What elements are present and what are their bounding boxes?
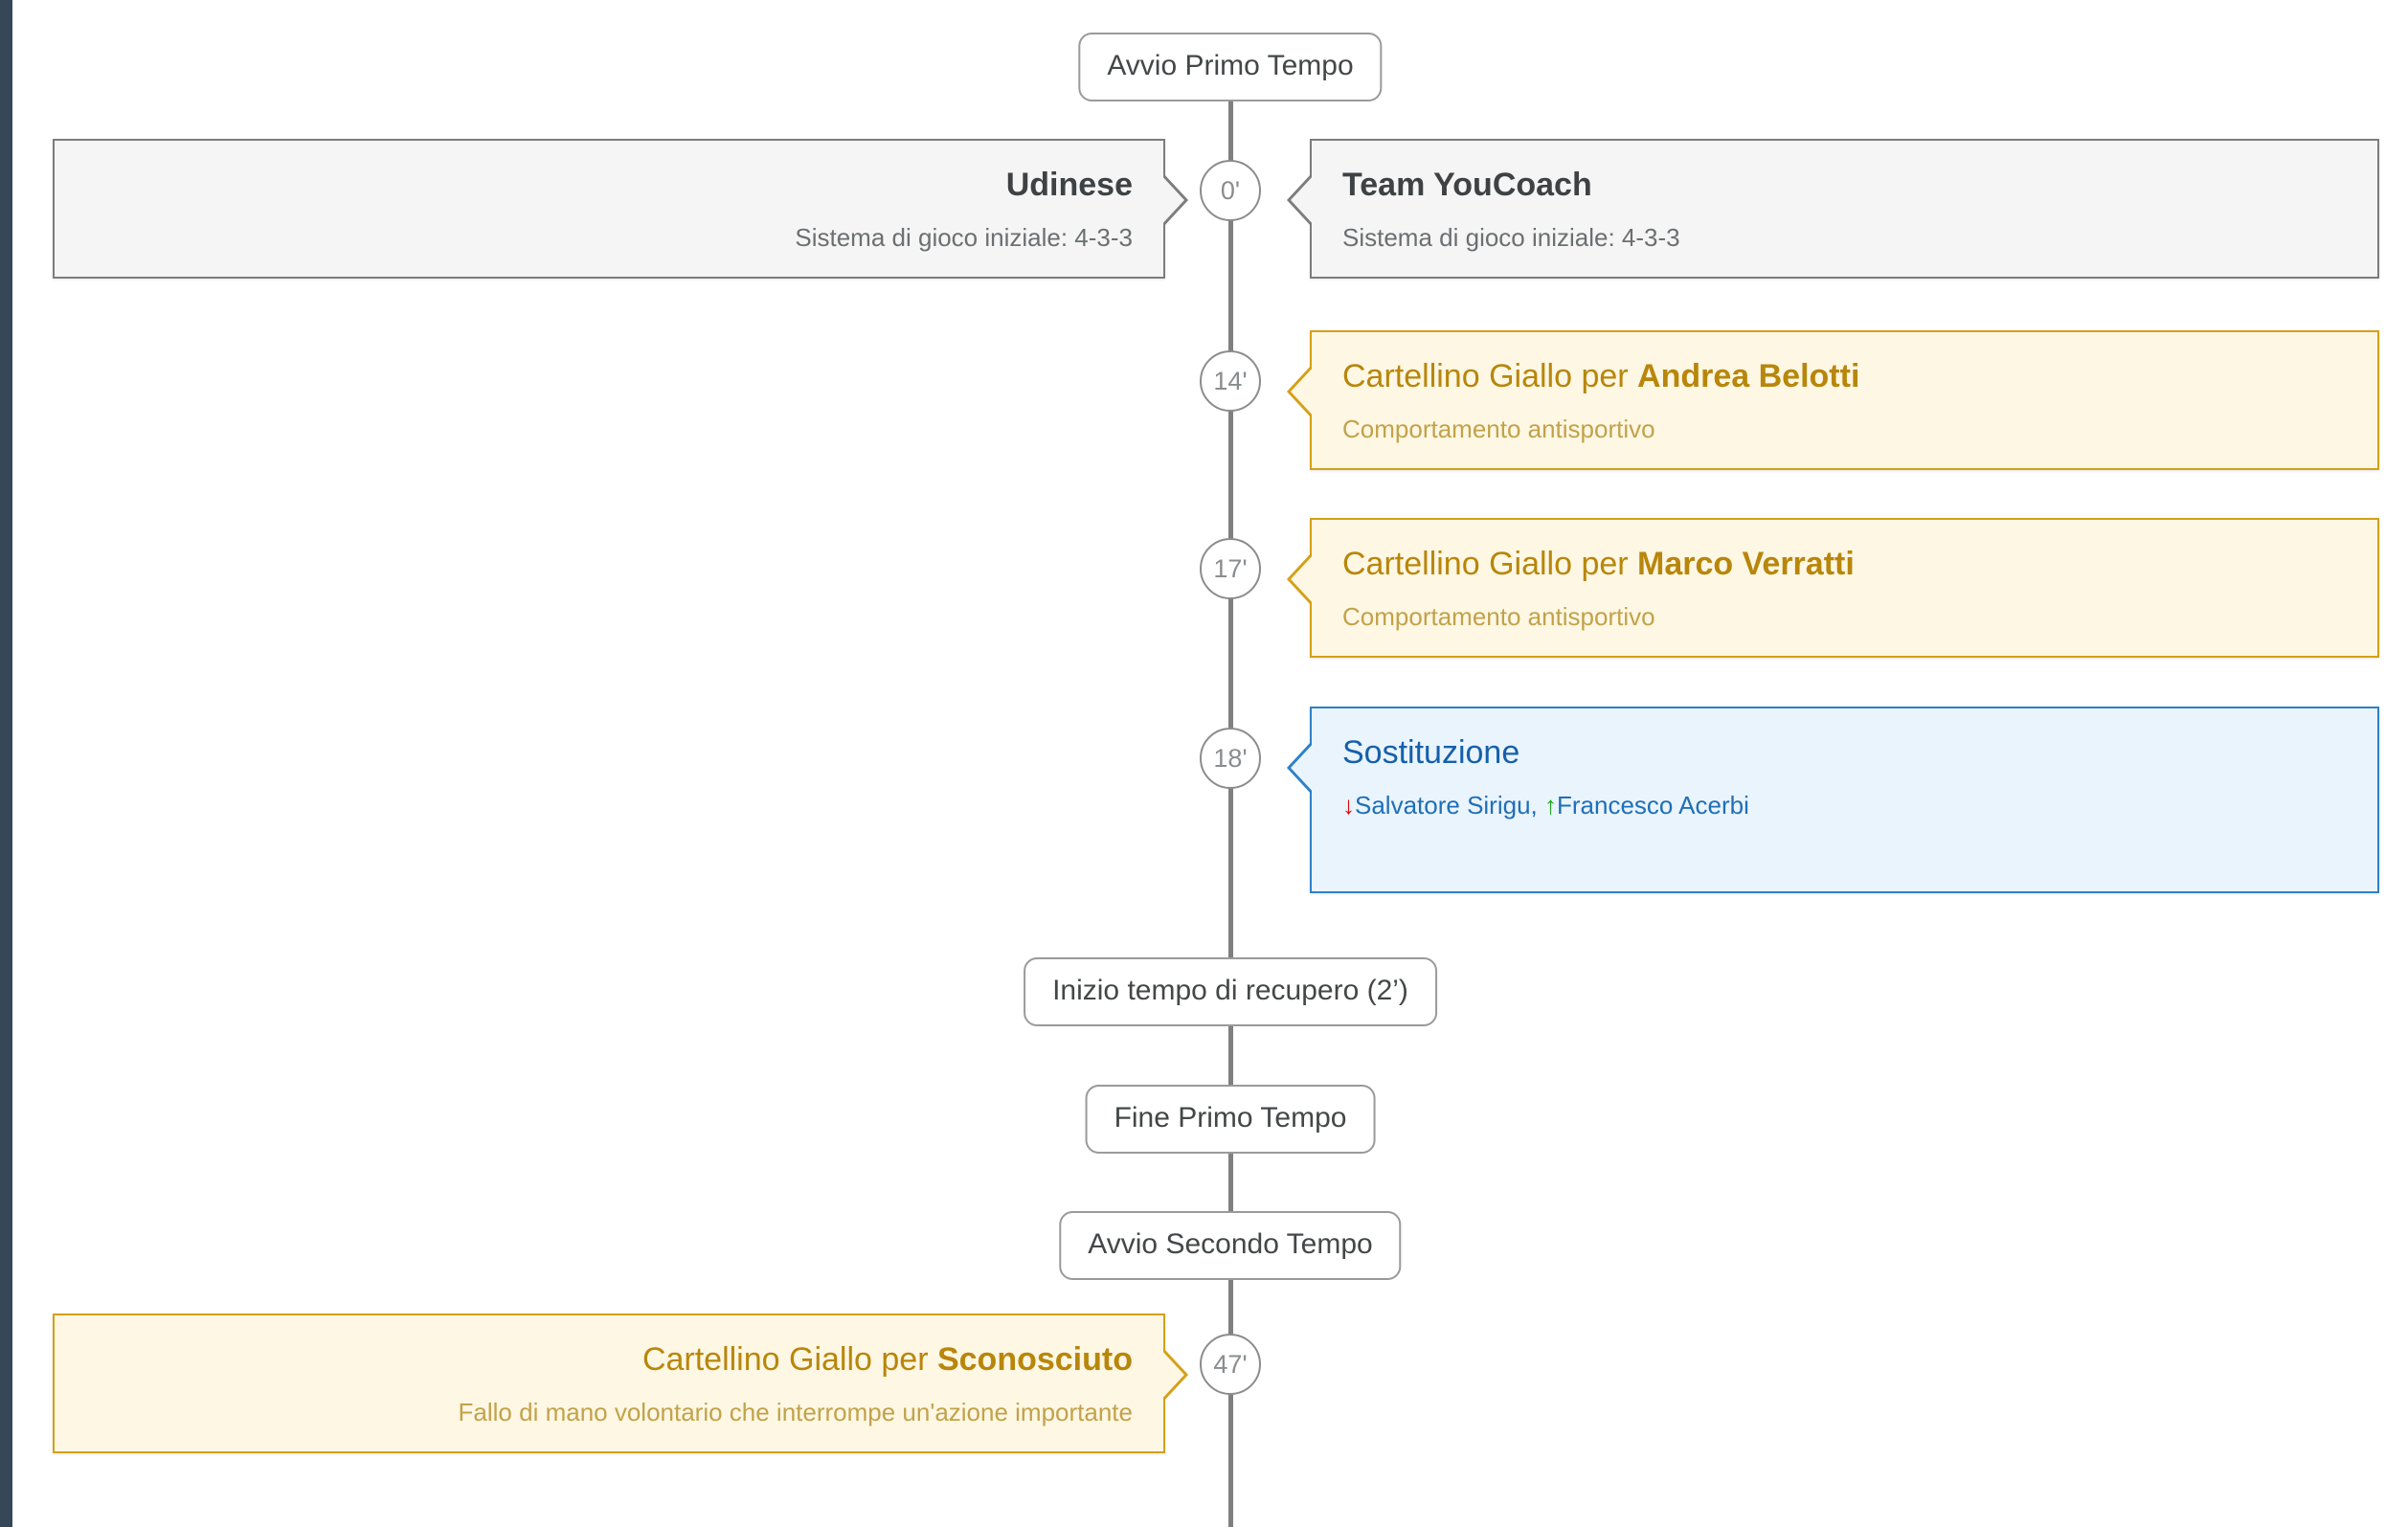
event-box-substitution[interactable]: Sostituzione ↓Salvatore Sirigu, ↑Frances… (1287, 707, 2379, 893)
arrow-up-icon: ↑ (1544, 791, 1557, 820)
time-marker-label: 18' (1213, 743, 1248, 773)
event-box-yellow-card-unknown[interactable]: Cartellino Giallo per Sconosciuto Fallo … (53, 1314, 1188, 1453)
time-marker-17[interactable]: 17' (1200, 538, 1261, 599)
callout-notch-fill-icon (1291, 552, 1316, 606)
substitution-title: Sostituzione (1342, 734, 1520, 771)
yellow-card-player: Andrea Belotti (1637, 358, 1860, 394)
yellow-card-title: Cartellino Giallo per Sconosciuto (55, 1315, 1163, 1378)
pill-label: Avvio Secondo Tempo (1088, 1228, 1373, 1260)
yellow-card-title: Cartellino Giallo per Andrea Belotti (1312, 332, 2377, 394)
event-box-home-lineup[interactable]: Udinese Sistema di gioco iniziale: 4-3-3 (53, 139, 1188, 279)
home-team-formation: Sistema di gioco iniziale: 4-3-3 (795, 223, 1133, 253)
callout-notch-fill-icon (1159, 173, 1184, 227)
pill-label: Fine Primo Tempo (1114, 1102, 1347, 1134)
timeline-spine (1228, 96, 1233, 1527)
away-team-formation: Sistema di gioco iniziale: 4-3-3 (1342, 223, 1680, 253)
yellow-card-reason: Fallo di mano volontario che interrompe … (458, 1398, 1133, 1427)
timeline-pill-kickoff-first-half[interactable]: Avvio Primo Tempo (1078, 33, 1383, 101)
yellow-card-title: Cartellino Giallo per Marco Verratti (1312, 520, 2377, 582)
yellow-card-prefix: Cartellino Giallo per (641, 1341, 937, 1378)
event-box-away-lineup[interactable]: Team YouCoach Sistema di gioco iniziale:… (1287, 139, 2379, 279)
time-marker-label: 14' (1213, 366, 1248, 395)
callout-notch-fill-icon (1159, 1348, 1184, 1402)
time-marker-label: 47' (1213, 1349, 1248, 1379)
time-marker-label: 17' (1213, 553, 1248, 583)
player-in-label: Francesco Acerbi (1557, 791, 1749, 820)
yellow-card-prefix: Cartellino Giallo per (1342, 358, 1638, 394)
arrow-down-icon: ↓ (1342, 791, 1355, 820)
time-marker-14[interactable]: 14' (1200, 350, 1261, 412)
callout-notch-fill-icon (1291, 741, 1316, 795)
timeline-pill-kickoff-second-half[interactable]: Avvio Secondo Tempo (1059, 1211, 1402, 1280)
callout-notch-fill-icon (1291, 365, 1316, 418)
time-marker-18[interactable]: 18' (1200, 728, 1261, 789)
time-marker-0[interactable]: 0' (1200, 160, 1261, 221)
players-separator: , (1530, 791, 1544, 820)
home-team-name: Udinese (1005, 167, 1133, 203)
pill-label: Inizio tempo di recupero (2’) (1052, 975, 1408, 1006)
callout-notch-fill-icon (1291, 173, 1316, 227)
yellow-card-player: Sconosciuto (936, 1341, 1133, 1378)
time-marker-label: 0' (1220, 175, 1241, 205)
yellow-card-player: Marco Verratti (1637, 546, 1855, 582)
substitution-players: ↓Salvatore Sirigu, ↑Francesco Acerbi (1312, 771, 2377, 844)
left-accent-rail (0, 0, 12, 1527)
pill-label: Avvio Primo Tempo (1107, 50, 1354, 81)
time-marker-47[interactable]: 47' (1200, 1334, 1261, 1395)
timeline-pill-stoppage-start[interactable]: Inizio tempo di recupero (2’) (1024, 957, 1437, 1026)
timeline-pill-end-first-half[interactable]: Fine Primo Tempo (1085, 1085, 1376, 1154)
yellow-card-reason: Comportamento antisportivo (1342, 415, 1655, 444)
event-box-yellow-card-belotti[interactable]: Cartellino Giallo per Andrea Belotti Com… (1287, 330, 2379, 470)
player-out-label: Salvatore Sirigu (1355, 791, 1531, 820)
yellow-card-prefix: Cartellino Giallo per (1342, 546, 1638, 582)
away-team-name: Team YouCoach (1342, 167, 1592, 203)
yellow-card-reason: Comportamento antisportivo (1342, 602, 1655, 632)
event-box-yellow-card-verratti[interactable]: Cartellino Giallo per Marco Verratti Com… (1287, 518, 2379, 658)
